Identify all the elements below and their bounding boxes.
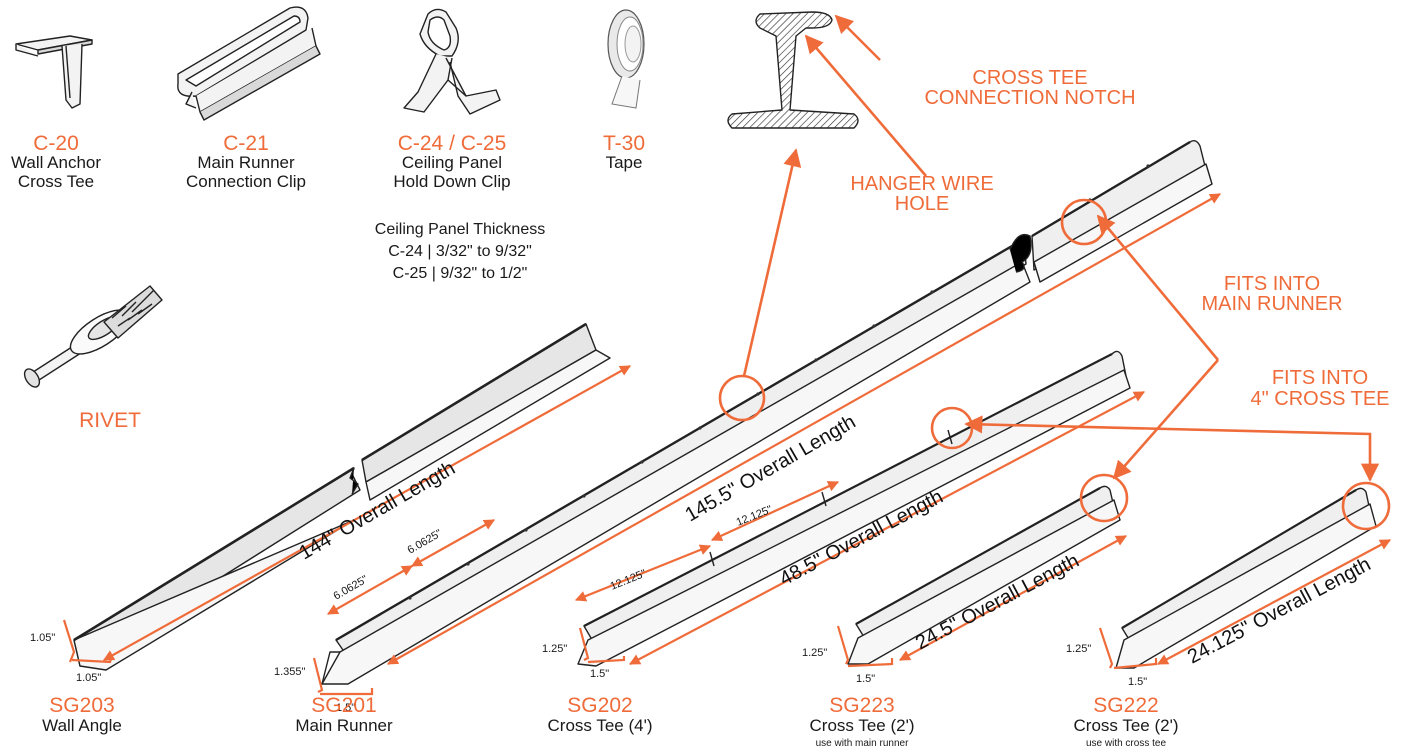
c24-c25-desc-line2: Hold Down Clip <box>393 172 510 191</box>
sg223-code: SG223 <box>829 694 894 717</box>
fits-main-label-line1: FITS INTO <box>1224 273 1320 295</box>
i-beam-section-icon <box>727 11 859 129</box>
sg222-name: Cross Tee (2') <box>1074 716 1179 735</box>
tape-roll-icon <box>607 9 645 109</box>
sg202-dim-width: 1.5" <box>590 668 609 680</box>
arrow-to-notch <box>834 14 881 61</box>
thickness-heading: Ceiling Panel Thickness <box>375 221 545 238</box>
c20-code: C-20 <box>33 132 79 155</box>
sg202-code: SG202 <box>567 694 632 717</box>
thickness-c24: C-24 | 3/32" to 9/32" <box>388 243 532 260</box>
hold-down-clip-icon <box>403 8 501 115</box>
sg201-dim-height: 1.355" <box>274 666 306 678</box>
fits-cross-label-line2: 4" CROSS TEE <box>1251 388 1390 410</box>
sg222-end-circle <box>1341 481 1391 531</box>
wall-anchor-clip-icon <box>15 35 93 109</box>
sg203-dim-width: 1.05" <box>76 672 101 684</box>
sg202-spacing-2: 12.125" <box>735 504 774 529</box>
sg201-spacing-1: 6.0625" <box>332 573 371 602</box>
c21-desc-line2: Connection Clip <box>186 172 306 191</box>
c20-desc-line2: Cross Tee <box>18 172 94 191</box>
sg202-spacing-1: 12.125" <box>609 568 648 593</box>
sg223-name: Cross Tee (2') <box>810 716 915 735</box>
sg201-dim-width: 1.5" <box>336 702 355 714</box>
sg201-name: Main Runner <box>295 716 393 735</box>
fits-main-label-line2: MAIN RUNNER <box>1201 293 1342 315</box>
sg223-note: use with main runner <box>816 738 909 749</box>
sg222-dim-width: 1.5" <box>1128 676 1147 688</box>
thickness-c25: C-25 | 9/32" to 1/2" <box>393 265 528 282</box>
sg203-name: Wall Angle <box>42 716 122 735</box>
c24-c25-desc-line1: Ceiling Panel <box>402 153 502 172</box>
sg222-code: SG222 <box>1093 694 1158 717</box>
fits-cross-label-line1: FITS INTO <box>1272 367 1368 389</box>
sg203-wall-angle-rail <box>73 322 611 671</box>
c20-desc-line1: Wall Anchor <box>11 153 101 172</box>
sg203-dim-height: 1.05" <box>30 632 55 644</box>
sg202-name: Cross Tee (4') <box>548 716 653 735</box>
rivet-code: RIVET <box>79 409 141 432</box>
sg222-note: use with cross tee <box>1086 738 1166 749</box>
sg201-code: SG201 <box>311 694 376 717</box>
sg203-code: SG203 <box>49 694 114 717</box>
c21-desc-line1: Main Runner <box>197 153 295 172</box>
t30-desc: Tape <box>606 153 643 172</box>
rivet-icon <box>23 285 163 388</box>
sg223-dim-width: 1.5" <box>856 673 875 685</box>
connection-clip-icon <box>177 6 321 121</box>
sg222-dim-height: 1.25" <box>1066 643 1091 655</box>
t30-code: T-30 <box>603 132 645 155</box>
arrow-fits-main <box>1096 214 1219 361</box>
hanger-label-line2: HOLE <box>895 193 949 215</box>
notch-label-line1: CROSS TEE <box>972 67 1087 89</box>
c24-c25-code: C-24 / C-25 <box>398 132 507 155</box>
hanger-label-line1: HANGER WIRE <box>850 173 993 195</box>
arrow-fits-main-2 <box>1112 359 1219 480</box>
arrow-to-hanger <box>804 34 927 177</box>
sg202-dim-height: 1.25" <box>542 643 567 655</box>
sg223-dim-height: 1.25" <box>802 647 827 659</box>
arrow-to-section <box>742 148 802 377</box>
notch-label-line2: CONNECTION NOTCH <box>924 87 1135 109</box>
dimension-lines <box>62 193 1391 696</box>
c21-code: C-21 <box>223 132 269 155</box>
